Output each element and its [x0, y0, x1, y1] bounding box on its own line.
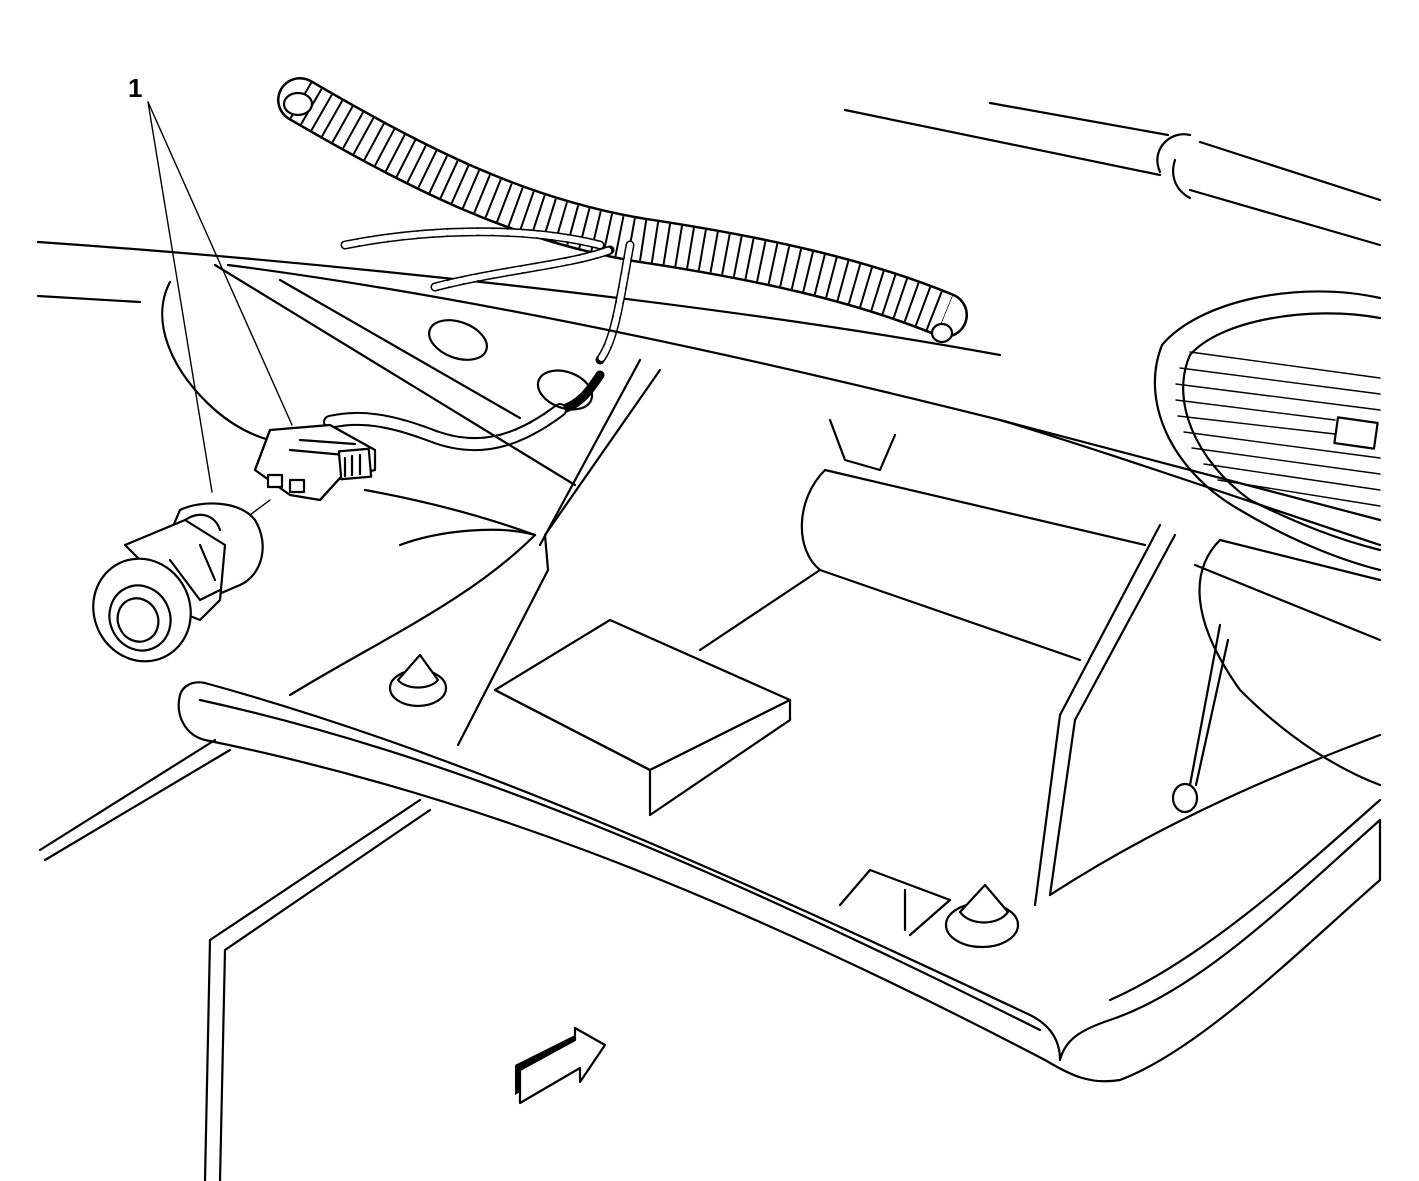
panel-hole-upper: [428, 319, 488, 361]
glove-box-door: [38, 681, 1382, 1181]
callout-1-label: 1: [128, 73, 142, 103]
upper-dash-lines: [36, 101, 1382, 357]
callout-1: 1: [128, 73, 293, 493]
bumper-stop-right: [1171, 782, 1199, 814]
vent-louvers: [1175, 351, 1381, 507]
bumpers: [388, 653, 1020, 949]
glove-box-cavity: [698, 418, 1382, 907]
wiring-harness: [277, 77, 968, 344]
panel-hole-lower: [536, 369, 594, 411]
dash-panel: [161, 263, 1382, 787]
view-direction-arrow-icon: [515, 1026, 607, 1105]
loose-wires: [323, 227, 635, 452]
switch-plunger: [116, 597, 160, 643]
center-block: [493, 618, 792, 817]
air-vent: [1153, 290, 1382, 572]
vent-tab: [1333, 416, 1379, 450]
electrical-connector: [253, 423, 377, 502]
switch-body: [92, 499, 271, 663]
